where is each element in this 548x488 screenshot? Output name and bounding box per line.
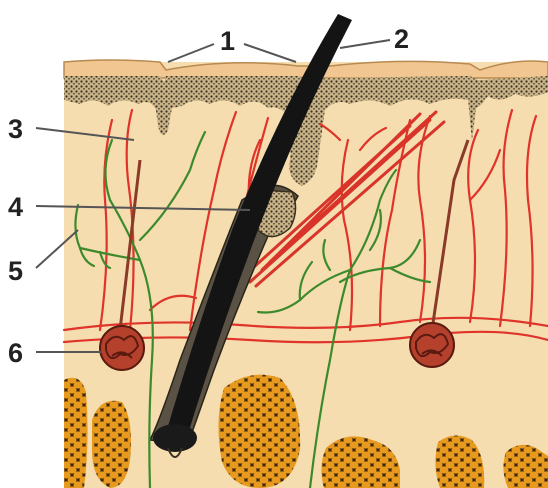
- fat-lobule: [218, 375, 300, 488]
- hair-bulb: [153, 424, 197, 452]
- leader-1b: [244, 44, 296, 62]
- label-3: 3: [8, 114, 23, 144]
- label-1: 1: [220, 26, 235, 56]
- fat-lobule: [92, 401, 131, 488]
- label-5: 5: [8, 256, 23, 286]
- label-4: 4: [8, 192, 23, 222]
- label-2: 2: [394, 24, 409, 54]
- leader-1a: [168, 44, 214, 62]
- leader-2: [340, 40, 390, 48]
- label-6: 6: [8, 338, 23, 368]
- fat-lobule: [64, 378, 88, 488]
